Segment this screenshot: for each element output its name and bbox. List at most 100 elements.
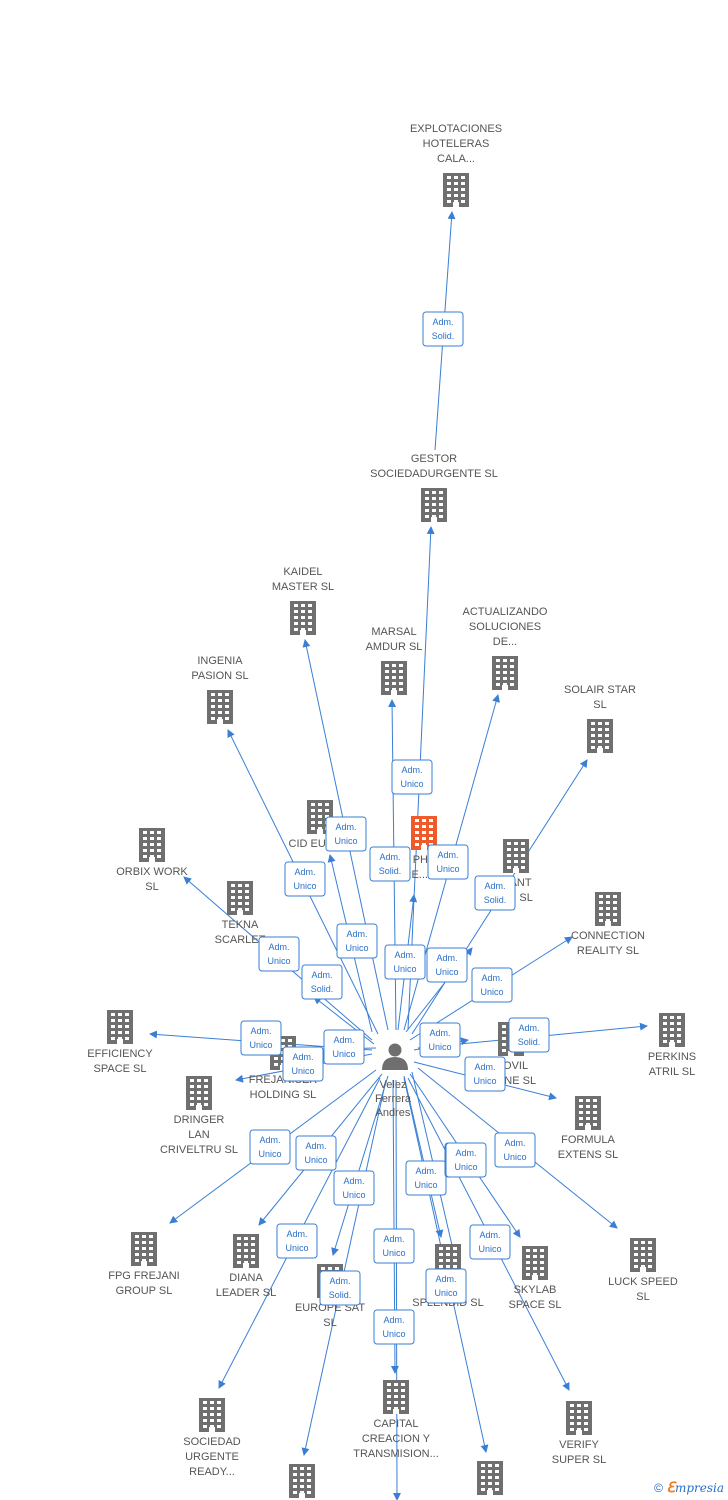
relation-text: Adm. [343,1176,364,1186]
relation-label[interactable]: Adm.Unico [276,1223,318,1259]
relation-label[interactable]: Adm.Unico [240,1020,282,1056]
relation-label[interactable]: Adm. Unico [427,844,469,880]
relation-label[interactable]: Adm.Solid. [369,846,411,882]
relation-label[interactable]: Adm. Unico [425,1268,467,1304]
building-icon [492,656,518,690]
building-icon [227,881,253,915]
relation-text: Unico [428,1042,451,1052]
relation-label[interactable]: Adm.Unico [373,1309,415,1345]
relation-label[interactable]: Adm.Unico [336,923,378,959]
relation-text: Adm. [436,953,457,963]
relation-label[interactable]: Adm.Unico [445,1142,487,1178]
building-icon [383,1380,409,1414]
relation-text: Adm. [437,850,458,860]
relation-text: Solid. [329,1290,352,1300]
relation-label[interactable]: Adm.Unico [471,967,513,1003]
relation-label[interactable]: Adm.Unico [333,1170,375,1206]
company-node-actual[interactable]: ACTUALIZANDOSOLUCIONESDE... [463,606,548,690]
relation-text: Unico [291,1066,314,1076]
relation-label[interactable]: Adm. Solid. [319,1270,361,1306]
relation-text: Adm. [394,950,415,960]
relation-text: Solid. [484,895,507,905]
building-icon [443,173,469,207]
relation-label[interactable]: Adm.Unico [405,1160,447,1196]
company-node-marsal[interactable]: MARSAL AMDUR SL [366,626,423,695]
relation-label[interactable]: Adm.Unico [258,936,300,972]
relation-label[interactable]: Adm.Unico [373,1228,415,1264]
relation-label[interactable]: Adm.Unico [282,1046,324,1082]
relation-label[interactable]: Adm.Unico [249,1129,291,1165]
relation-text: Adm. [479,1230,500,1240]
relation-text: Adm. [346,929,367,939]
relation-label[interactable]: Adm.Unico [295,1135,337,1171]
relation-label[interactable]: Adm.Solid. [422,311,464,347]
relation-label[interactable]: Adm.Solid. [474,875,516,911]
building-icon [659,1013,685,1047]
relation-text: Adm. [401,765,422,775]
company-label: PERKINS [648,1051,696,1063]
relation-label[interactable]: Adm. Unico [391,759,433,795]
company-label: MARSAL [371,626,416,638]
relation-text: Unico [436,864,459,874]
relation-label[interactable]: Adm.Unico [325,816,367,852]
relation-text: Unico [478,1244,501,1254]
company-label: TRANSMISION... [353,1448,439,1460]
relation-label[interactable]: Adm.Unico [284,861,326,897]
company-label: DRINGER [174,1114,225,1126]
company-label: FPG FREJANI [108,1270,180,1282]
edge-implant [331,1075,389,1256]
relation-labels-layer: Adm.Solid.Adm.UnicoAdm.UnicoAdm.Solid.Ad… [240,311,550,1345]
relation-label[interactable]: Adm.Solid. [301,964,343,1000]
company-label: SL [636,1291,649,1303]
person-icon [382,1043,408,1070]
building-icon [411,816,437,850]
relation-text: Unico [400,779,423,789]
relation-label[interactable]: Adm.Unico [384,944,426,980]
building-icon [207,690,233,724]
relation-label[interactable]: Adm.Unico [464,1056,506,1092]
relation-label[interactable]: Adm.Unico [419,1022,461,1058]
relation-text: Unico [503,1152,526,1162]
relation-text: Adm. [329,1276,350,1286]
company-label: HOLDING SL [250,1089,317,1101]
company-node-sociedad[interactable]: SOCIEDADURGENTEREADY... [183,1398,241,1478]
relation-label[interactable]: Adm.Unico [426,947,468,983]
company-node-bottom2[interactable] [477,1461,503,1495]
relation-label[interactable]: Adm.Solid. [508,1017,550,1053]
relation-text: Unico [434,1288,457,1298]
relation-text: Adm. [435,1274,456,1284]
building-icon [587,719,613,753]
company-label: KAIDEL [283,566,322,578]
relation-text: Unico [332,1049,355,1059]
relation-label[interactable]: Adm. Unico [323,1029,365,1065]
company-label: REALITY SL [577,945,639,957]
company-node-explot[interactable]: EXPLOTACIONESHOTELERASCALA... [410,123,502,207]
company-label: SPACE SL [94,1063,147,1075]
relation-text: Unico [382,1329,405,1339]
company-label: SPACE SL [509,1299,562,1311]
relation-text: Adm. [333,1035,354,1045]
relation-label[interactable]: Adm.Unico [494,1132,536,1168]
relation-label[interactable]: Adm. Unico [469,1224,511,1260]
company-node-bottom1[interactable] [289,1464,315,1498]
company-label: AMDUR SL [366,641,423,653]
relation-text: Unico [258,1149,281,1159]
